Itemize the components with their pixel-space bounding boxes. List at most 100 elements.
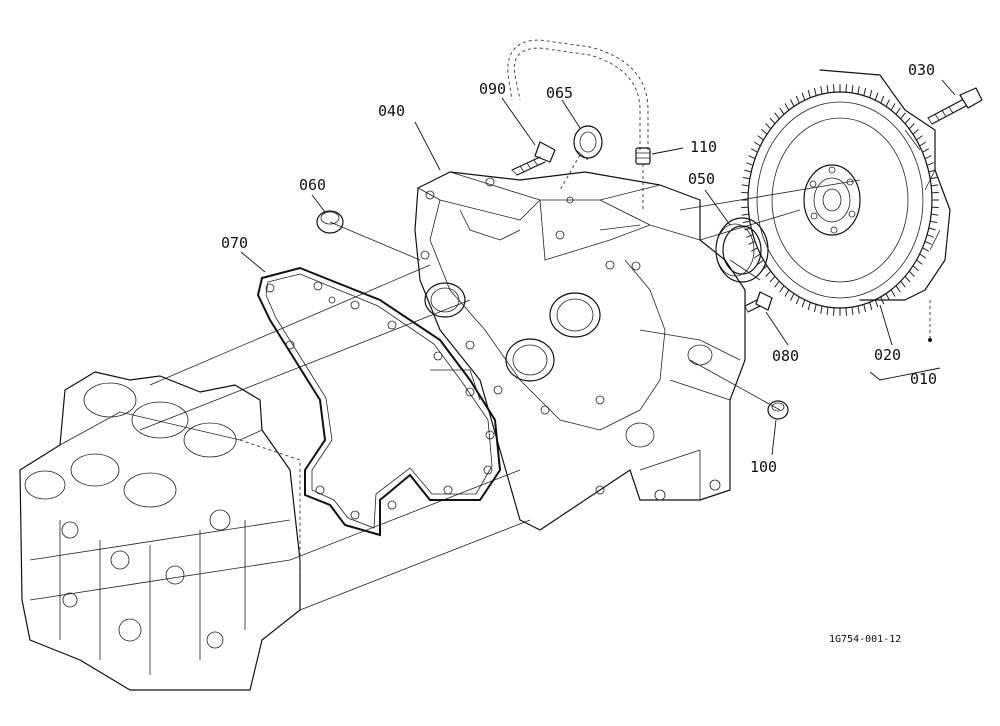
gear-tooth [922,148,930,153]
label-010: 010 [910,370,937,388]
projection-lines [139,179,861,611]
gear-tooth [869,90,873,98]
gear-tooth [845,307,847,316]
gear-tooth [908,270,915,277]
gear-tooth [900,112,906,120]
gear-tooth [784,289,790,297]
gear-tooth [924,155,932,160]
gear-tooth [741,184,749,187]
engine-block [19,371,301,691]
gear-tooth [784,103,790,111]
label-070: 070 [221,234,248,252]
gear-tooth [895,285,901,293]
gear-tooth [813,87,817,96]
gear-tooth [748,155,756,160]
hose-line [507,39,649,150]
gear-tooth [931,213,939,216]
gear-tooth [874,92,879,101]
gear-tooth [863,87,867,96]
seal-065 [559,125,603,191]
gear-tooth [851,307,854,316]
label-065: 065 [546,84,573,102]
gear-tooth [912,265,919,271]
gear-tooth [790,293,795,301]
gear-tooth [820,86,823,95]
gear-tooth [931,184,939,187]
gear-tooth [757,259,764,265]
gear-tooth [890,103,896,111]
gear-tooth [928,227,936,231]
gear-tooth [869,302,873,310]
gear-tooth [769,117,776,124]
gear-tooth [926,234,934,238]
gear-tooth [774,112,780,120]
gear-tooth [807,302,811,310]
gear-tooth [801,92,806,101]
plug-100 [767,400,789,420]
label-100: 100 [750,458,777,476]
plug-110 [635,147,651,210]
gear-case-040 [414,171,761,531]
gear-tooth [916,135,923,141]
gear-tooth [795,95,800,104]
gear-tooth [741,206,749,209]
gear-tooth [795,296,800,305]
gear-tooth [765,270,772,277]
gear-tooth [746,234,754,238]
gear-tooth [912,129,919,135]
gear-tooth [874,299,879,308]
gear-tooth [750,247,758,252]
part-labels: 090 065 040 110 050 060 070 030 080 100 … [221,61,937,645]
bolt-080 [744,291,773,313]
gear-tooth [885,99,890,107]
gear-tooth [857,305,860,314]
label-040: 040 [378,102,405,120]
gear-tooth [833,84,835,93]
label-050: 050 [688,170,715,188]
gear-tooth [741,191,749,194]
gear-tooth [754,253,761,259]
gear-tooth [761,265,768,271]
leader-lines [240,79,956,456]
gear-tooth [820,305,823,314]
gear-tooth [904,276,911,283]
gear-tooth [748,240,756,245]
gear-tooth [924,240,932,245]
gear-tooth [885,293,890,301]
bolt-090 [511,141,556,176]
label-080: 080 [772,347,799,365]
gear-tooth [769,276,776,283]
gear-tooth [833,307,835,316]
gear-tooth [779,107,785,115]
gear-tooth [890,289,896,297]
gear-tooth [930,220,938,224]
flywheel-020 [741,69,951,342]
gear-tooth [826,307,829,316]
label-020: 020 [874,346,901,364]
gear-tooth [757,135,764,141]
gear-tooth [908,123,915,130]
gear-tooth [880,296,885,305]
gear-tooth [801,299,806,308]
gear-tooth [790,99,795,107]
label-060: 060 [299,176,326,194]
gear-tooth [761,129,768,135]
gear-tooth [857,86,860,95]
gasket-070 [256,266,502,537]
gear-tooth [900,280,906,288]
gear-tooth [931,191,939,194]
gear-tooth [851,84,854,93]
gear-tooth [895,107,901,115]
gear-tooth [746,162,754,166]
gear-tooth [826,84,829,93]
gear-tooth [904,117,911,124]
gear-tooth [930,176,938,180]
gear-tooth [754,141,761,147]
bolt-030 [927,87,983,125]
drawing-code: 1G754-001-12 [829,634,901,645]
gear-tooth [744,227,752,231]
label-030: 030 [908,61,935,79]
gear-tooth [779,285,785,293]
